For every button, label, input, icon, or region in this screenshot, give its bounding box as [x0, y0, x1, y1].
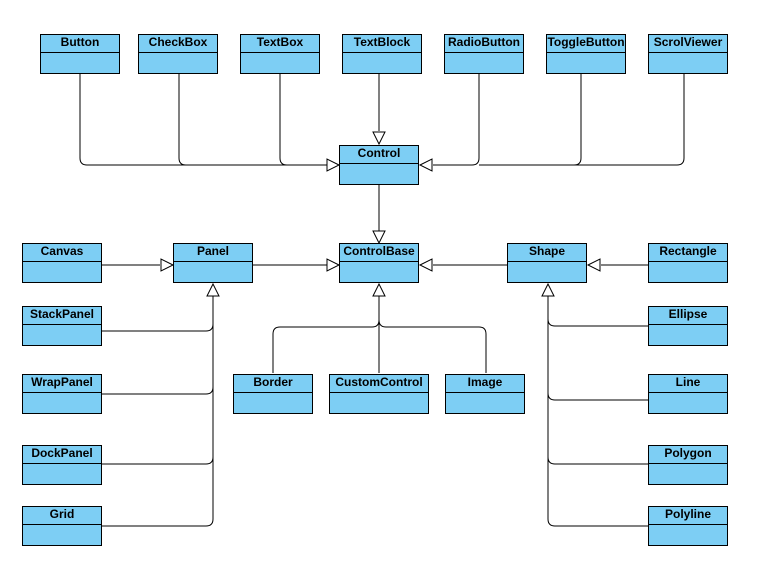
arrowhead-shape-right	[586, 258, 601, 272]
class-name: Control	[340, 146, 418, 164]
class-name: Button	[41, 35, 119, 53]
edge-dockpanel-panel	[102, 387, 214, 465]
arrowhead-controlbase-top	[372, 230, 386, 245]
class-name: TextBox	[241, 35, 319, 53]
edge-radiobutton-control	[433, 74, 480, 166]
class-border[interactable]: Border	[233, 374, 313, 414]
class-polyline[interactable]: Polyline	[648, 506, 728, 546]
class-name: TextBlock	[343, 35, 421, 53]
arrowhead-shape-bottom	[541, 282, 555, 297]
class-name: Line	[649, 375, 727, 393]
class-rectangle[interactable]: Rectangle	[648, 243, 728, 283]
class-name: Polygon	[649, 446, 727, 464]
class-name: DockPanel	[23, 446, 101, 464]
class-panel[interactable]: Panel	[173, 243, 253, 283]
edge-textbox-control	[279, 74, 288, 166]
edge-scrollviewer-control	[479, 74, 685, 166]
edge-togglebutton-control	[573, 74, 582, 166]
edge-border-controlbase	[272, 296, 380, 373]
class-name: ControlBase	[340, 244, 418, 262]
class-controlbase[interactable]: ControlBase	[339, 243, 419, 283]
arrowhead-control-top	[372, 131, 386, 146]
class-name: ScrolViewer	[649, 35, 727, 53]
edge-polyline-shape	[547, 457, 648, 527]
class-name: CheckBox	[139, 35, 217, 53]
edge-polygon-shape	[547, 393, 648, 465]
edge-checkbox-control	[178, 74, 187, 166]
edge-ellipse-shape	[547, 296, 648, 327]
arrowhead-control-left	[326, 158, 341, 172]
class-shape[interactable]: Shape	[507, 243, 587, 283]
class-name: RadioButton	[445, 35, 523, 53]
class-name: StackPanel	[23, 307, 101, 325]
class-name: ToggleButton	[547, 35, 625, 53]
class-radiobutton[interactable]: RadioButton	[444, 34, 524, 74]
class-wrappanel[interactable]: WrapPanel	[22, 374, 102, 414]
class-togglebutton[interactable]: ToggleButton	[546, 34, 626, 74]
class-name: Panel	[174, 244, 252, 262]
class-name: Canvas	[23, 244, 101, 262]
class-name: Border	[234, 375, 312, 393]
arrowhead-control-right	[418, 158, 433, 172]
class-name: Image	[446, 375, 524, 393]
class-name: Grid	[23, 507, 101, 525]
class-name: Rectangle	[649, 244, 727, 262]
class-polygon[interactable]: Polygon	[648, 445, 728, 485]
class-control[interactable]: Control	[339, 145, 419, 185]
class-name: CustomControl	[330, 375, 428, 393]
class-checkbox[interactable]: CheckBox	[138, 34, 218, 74]
class-customcontrol[interactable]: CustomControl	[329, 374, 429, 414]
edge-line-shape	[547, 319, 648, 401]
class-ellipse[interactable]: Ellipse	[648, 306, 728, 346]
class-textbox[interactable]: TextBox	[240, 34, 320, 74]
class-dockpanel[interactable]: DockPanel	[22, 445, 102, 485]
arrowhead-panel-bottom	[206, 282, 220, 297]
arrowhead-controlbase-right	[418, 258, 433, 272]
class-grid[interactable]: Grid	[22, 506, 102, 546]
class-stackpanel[interactable]: StackPanel	[22, 306, 102, 346]
class-line[interactable]: Line	[648, 374, 728, 414]
edge-wrappanel-panel	[102, 324, 214, 395]
class-name: WrapPanel	[23, 375, 101, 393]
class-image[interactable]: Image	[445, 374, 525, 414]
class-name: Ellipse	[649, 307, 727, 325]
class-scrollviewer[interactable]: ScrolViewer	[648, 34, 728, 74]
class-textblock[interactable]: TextBlock	[342, 34, 422, 74]
arrowhead-panel-left	[160, 258, 175, 272]
arrowhead-controlbase-bottom	[372, 282, 386, 297]
class-button[interactable]: Button	[40, 34, 120, 74]
arrowhead-controlbase-left	[326, 258, 341, 272]
edge-image-controlbase	[378, 319, 487, 373]
edge-button-control	[79, 74, 327, 166]
class-name: Polyline	[649, 507, 727, 525]
class-canvas[interactable]: Canvas	[22, 243, 102, 283]
class-name: Shape	[508, 244, 586, 262]
edge-grid-panel	[102, 457, 214, 527]
edge-stackpanel-panel	[102, 296, 214, 332]
